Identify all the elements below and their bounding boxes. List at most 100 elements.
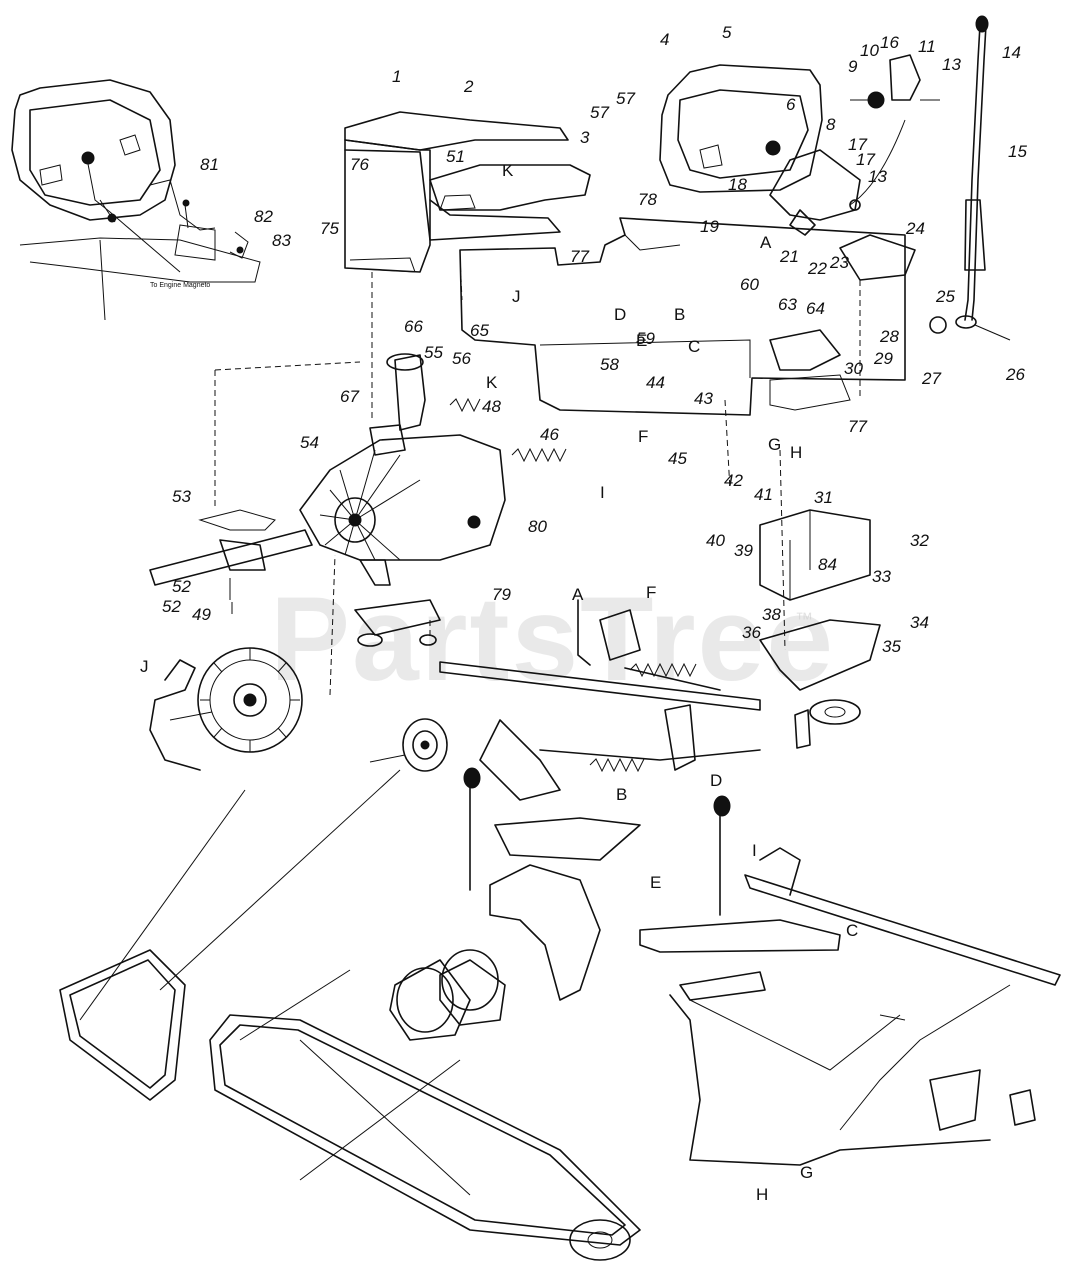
- part-number-label: 77: [570, 247, 589, 266]
- part-number-label: 8: [826, 115, 836, 134]
- connector-letter: C: [846, 921, 858, 940]
- connector-letter: E: [636, 331, 647, 350]
- part-number-label: 49: [192, 605, 211, 624]
- part-number-label: 79: [492, 585, 511, 604]
- part-number-label: 28: [879, 327, 899, 346]
- part-number-label: 3: [580, 128, 590, 147]
- part-number-label: 52: [172, 577, 191, 596]
- idler-pulley: [369, 718, 448, 772]
- connector-letter: C: [688, 337, 700, 356]
- part-number-label: 29: [873, 349, 893, 368]
- connector-letter: D: [710, 771, 722, 790]
- part-number-label: 83: [272, 231, 291, 250]
- engine-inset: To Engine Magneto: [11, 79, 261, 321]
- part-number-label: 55: [424, 343, 443, 362]
- dashed-guides: [214, 255, 861, 696]
- connector-letter: F: [646, 583, 656, 602]
- part-number-label: 60: [740, 275, 759, 294]
- part-number-label: 33: [872, 567, 891, 586]
- idler-bracket: [759, 509, 881, 749]
- part-number-label: 75: [320, 219, 339, 238]
- part-number-label: 44: [646, 373, 665, 392]
- part-number-label: 80: [528, 517, 547, 536]
- part-number-label: 14: [1002, 43, 1021, 62]
- part-number-label: 24: [905, 219, 925, 238]
- connector-letter: E: [650, 873, 661, 892]
- connector-letter: H: [790, 443, 802, 462]
- part-number-label: 36: [742, 623, 761, 642]
- part-number-label: 57: [590, 103, 609, 122]
- part-number-label: 82: [254, 207, 273, 226]
- part-number-label: 41: [754, 485, 773, 504]
- part-number-label: 18: [728, 175, 747, 194]
- part-number-label: 25: [935, 287, 955, 306]
- connector-letter: A: [572, 585, 584, 604]
- part-number-label: 81: [200, 155, 219, 174]
- part-number-label: 77: [848, 417, 867, 436]
- watermark-trademark: ™: [795, 609, 813, 629]
- transaxle: [149, 353, 506, 647]
- part-number-label: 10: [860, 41, 879, 60]
- part-number-label: 1: [392, 67, 401, 86]
- drive-rods: [439, 397, 761, 801]
- belts: [59, 769, 641, 1261]
- part-number-label: 64: [806, 299, 825, 318]
- part-number-label: 31: [814, 488, 833, 507]
- connector-letter: G: [800, 1163, 813, 1182]
- part-number-label: 35: [882, 637, 901, 656]
- part-number-label: 76: [350, 155, 369, 174]
- part-number-label: 11: [918, 37, 936, 56]
- watermark: PartsTree: [270, 572, 835, 706]
- part-number-label: 53: [172, 487, 191, 506]
- part-number-label: 54: [300, 433, 319, 452]
- connector-letter: B: [616, 785, 627, 804]
- part-number-label: 52: [162, 597, 181, 616]
- part-number-label: 38: [762, 605, 781, 624]
- fan-pulley: [149, 647, 303, 771]
- part-number-label: 59: [636, 329, 655, 348]
- part-number-label: 22: [807, 259, 827, 278]
- part-number-label: 15: [1008, 142, 1027, 161]
- connector-letter: D: [614, 305, 626, 324]
- engine-magneto-note: To Engine Magneto: [150, 282, 210, 289]
- part-number-label: 23: [829, 253, 849, 272]
- part-number-label: 9: [848, 57, 858, 76]
- connector-letter: H: [756, 1185, 768, 1204]
- connector-letter: I: [600, 483, 605, 502]
- part-number-label: 67: [340, 387, 359, 406]
- connector-letter: K: [502, 161, 514, 180]
- shift-lever: [929, 15, 1011, 341]
- part-number-label: 6: [786, 95, 796, 114]
- part-number-label: 66: [404, 317, 423, 336]
- connector-letter: B: [674, 305, 685, 324]
- connector-letter: K: [486, 373, 498, 392]
- part-number-label: 39: [734, 541, 753, 560]
- part-number-label: 5: [722, 23, 732, 42]
- part-number-label: 2: [463, 77, 474, 96]
- part-number-label: 30: [844, 359, 863, 378]
- lift-linkage: [389, 767, 1061, 1166]
- part-number-label: 84: [818, 555, 837, 574]
- part-number-label: 26: [1005, 365, 1025, 384]
- part-number-label: 27: [921, 369, 941, 388]
- part-number-label: 46: [540, 425, 559, 444]
- part-number-label: 4: [660, 30, 669, 49]
- connector-letters: A A B B C C D D E E F F G G H H I I J J …: [140, 161, 858, 1204]
- part-number-label: 57: [616, 89, 635, 108]
- part-number-label: 45: [668, 449, 687, 468]
- connector-letter: J: [512, 287, 521, 306]
- part-labels: 1 2 3 4 5 6 8 9 10 11 13 13 14 15 16 17 …: [162, 23, 1027, 656]
- part-number-label: 40: [706, 531, 725, 550]
- connector-letter: I: [752, 841, 757, 860]
- center-plate: [459, 217, 916, 416]
- part-number-label: 48: [482, 397, 501, 416]
- part-number-label: 51: [446, 147, 465, 166]
- dash-panel: [344, 111, 591, 273]
- part-number-label: 32: [910, 531, 929, 550]
- part-number-label: 21: [779, 247, 799, 266]
- part-number-label: 58: [600, 355, 619, 374]
- shift-linkage: [769, 54, 940, 236]
- connector-letter: G: [768, 435, 781, 454]
- part-number-label: 43: [694, 389, 713, 408]
